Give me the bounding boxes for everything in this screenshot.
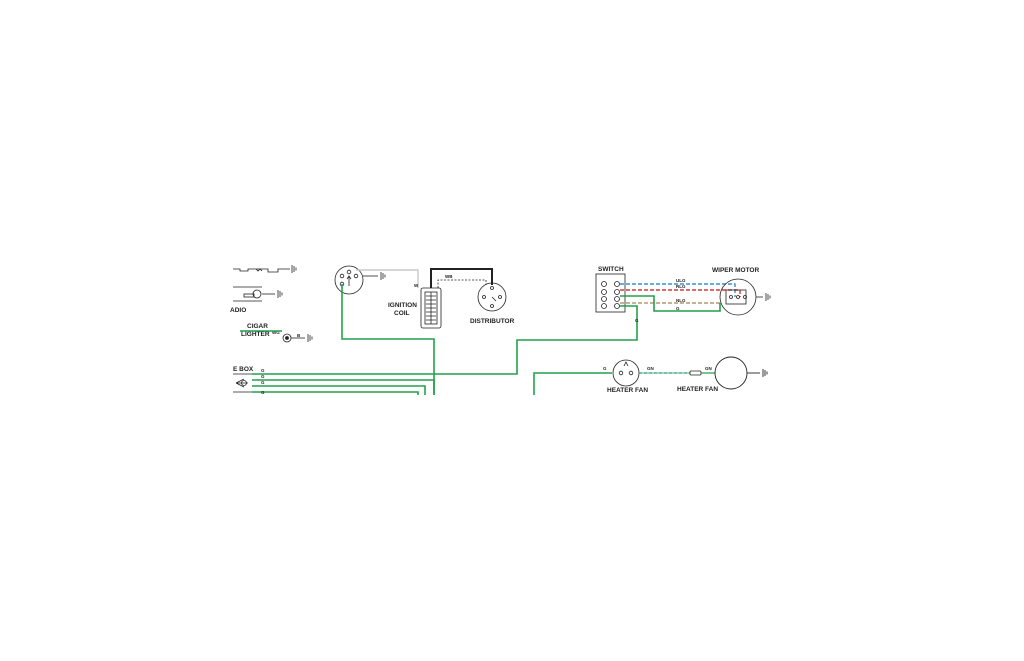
switch-green-wire-2 (620, 305, 638, 312)
ignition-green-wire (341, 284, 435, 395)
heater-fan-switch-icon (612, 359, 640, 387)
cigar-lighter-label-line1: CIGAR (247, 323, 268, 330)
heater-wire-code-gn2: GN (705, 366, 712, 371)
ignition-coil-component (420, 287, 442, 329)
switch-wire-code-g: G (676, 306, 680, 311)
cigar-lighter-component (240, 330, 313, 343)
radio-component (233, 286, 283, 302)
heater-fan-motor-component (714, 356, 768, 390)
wiper-motor-label: WIPER MOTOR (712, 267, 759, 274)
radio-label: ADIO (230, 307, 246, 314)
heater-inline-connector (689, 370, 702, 376)
switch-wire-code-ulg: ULG (676, 278, 686, 283)
coil-wire-code-w: W (414, 283, 419, 288)
cigar-lighter-label-line2: LIGHTER (241, 331, 270, 338)
heater-fan-switch-label: HEATER FAN (607, 387, 648, 394)
fuse-wire-code-g3: G (261, 380, 265, 385)
cigar-wire-code-wg: WG (272, 330, 280, 335)
wiper-switch-icon (595, 273, 626, 313)
switch-wire-code-nlg: NLG (676, 298, 686, 303)
cigar-lighter-ground-icon (307, 334, 313, 342)
heater-wire-code-gn1: GN (647, 366, 654, 371)
ignition-coil-label-line2: COIL (394, 310, 410, 317)
switch-blue-wire (620, 283, 736, 297)
ignition-grey-wire (356, 269, 419, 288)
cigar-wire-code-b: B (297, 333, 301, 338)
radio-ground-icon (277, 290, 283, 298)
radio-connector-icon (252, 289, 262, 299)
fuse-wire-code-g4: G (261, 390, 265, 395)
ignition-coil-label-line1: IGNITION (388, 302, 417, 309)
wiper-motor-ground-icon (765, 293, 771, 301)
wiper-switch-component (595, 273, 626, 313)
heater-wire-code-g: G (603, 366, 607, 371)
coil-black-wire (430, 268, 493, 288)
distributor-label: DISTRIBUTOR (470, 318, 515, 325)
ignition-switch-icon (334, 265, 364, 295)
fuse-box-label: E BOX (233, 366, 254, 373)
switch-green-wire (620, 295, 721, 312)
partial-component-top-left (233, 265, 297, 273)
heater-fan-motor-icon (714, 356, 748, 390)
connector-circle-icon (689, 370, 702, 376)
heater-fan-switch-component (612, 359, 640, 387)
switch-label: SWITCH (598, 266, 624, 273)
distributor-icon (477, 282, 507, 312)
wiper-motor-component (719, 278, 771, 316)
wiper-motor-icon (719, 278, 757, 316)
fuse-box-component (233, 373, 252, 393)
heater-fan-ground-icon (762, 369, 768, 377)
fuse-box-green-wires (252, 312, 638, 395)
switch-wire-code-g2: G (635, 318, 639, 323)
heater-fan-motor-label: HEATER FAN (677, 386, 718, 393)
ignition-switch-component (334, 265, 386, 295)
coil-wire-code-wb: WB (445, 274, 453, 279)
ignition-switch-ground-icon (380, 272, 386, 280)
distributor-component (477, 282, 507, 312)
coil-dashed-wire (437, 279, 487, 288)
heater-green-wire (533, 372, 612, 395)
fuse-wire-code-g1: G (261, 368, 265, 373)
switch-wire-code-rlg: RLG (676, 284, 686, 289)
fuse-wire-code-g2: G (261, 374, 265, 379)
